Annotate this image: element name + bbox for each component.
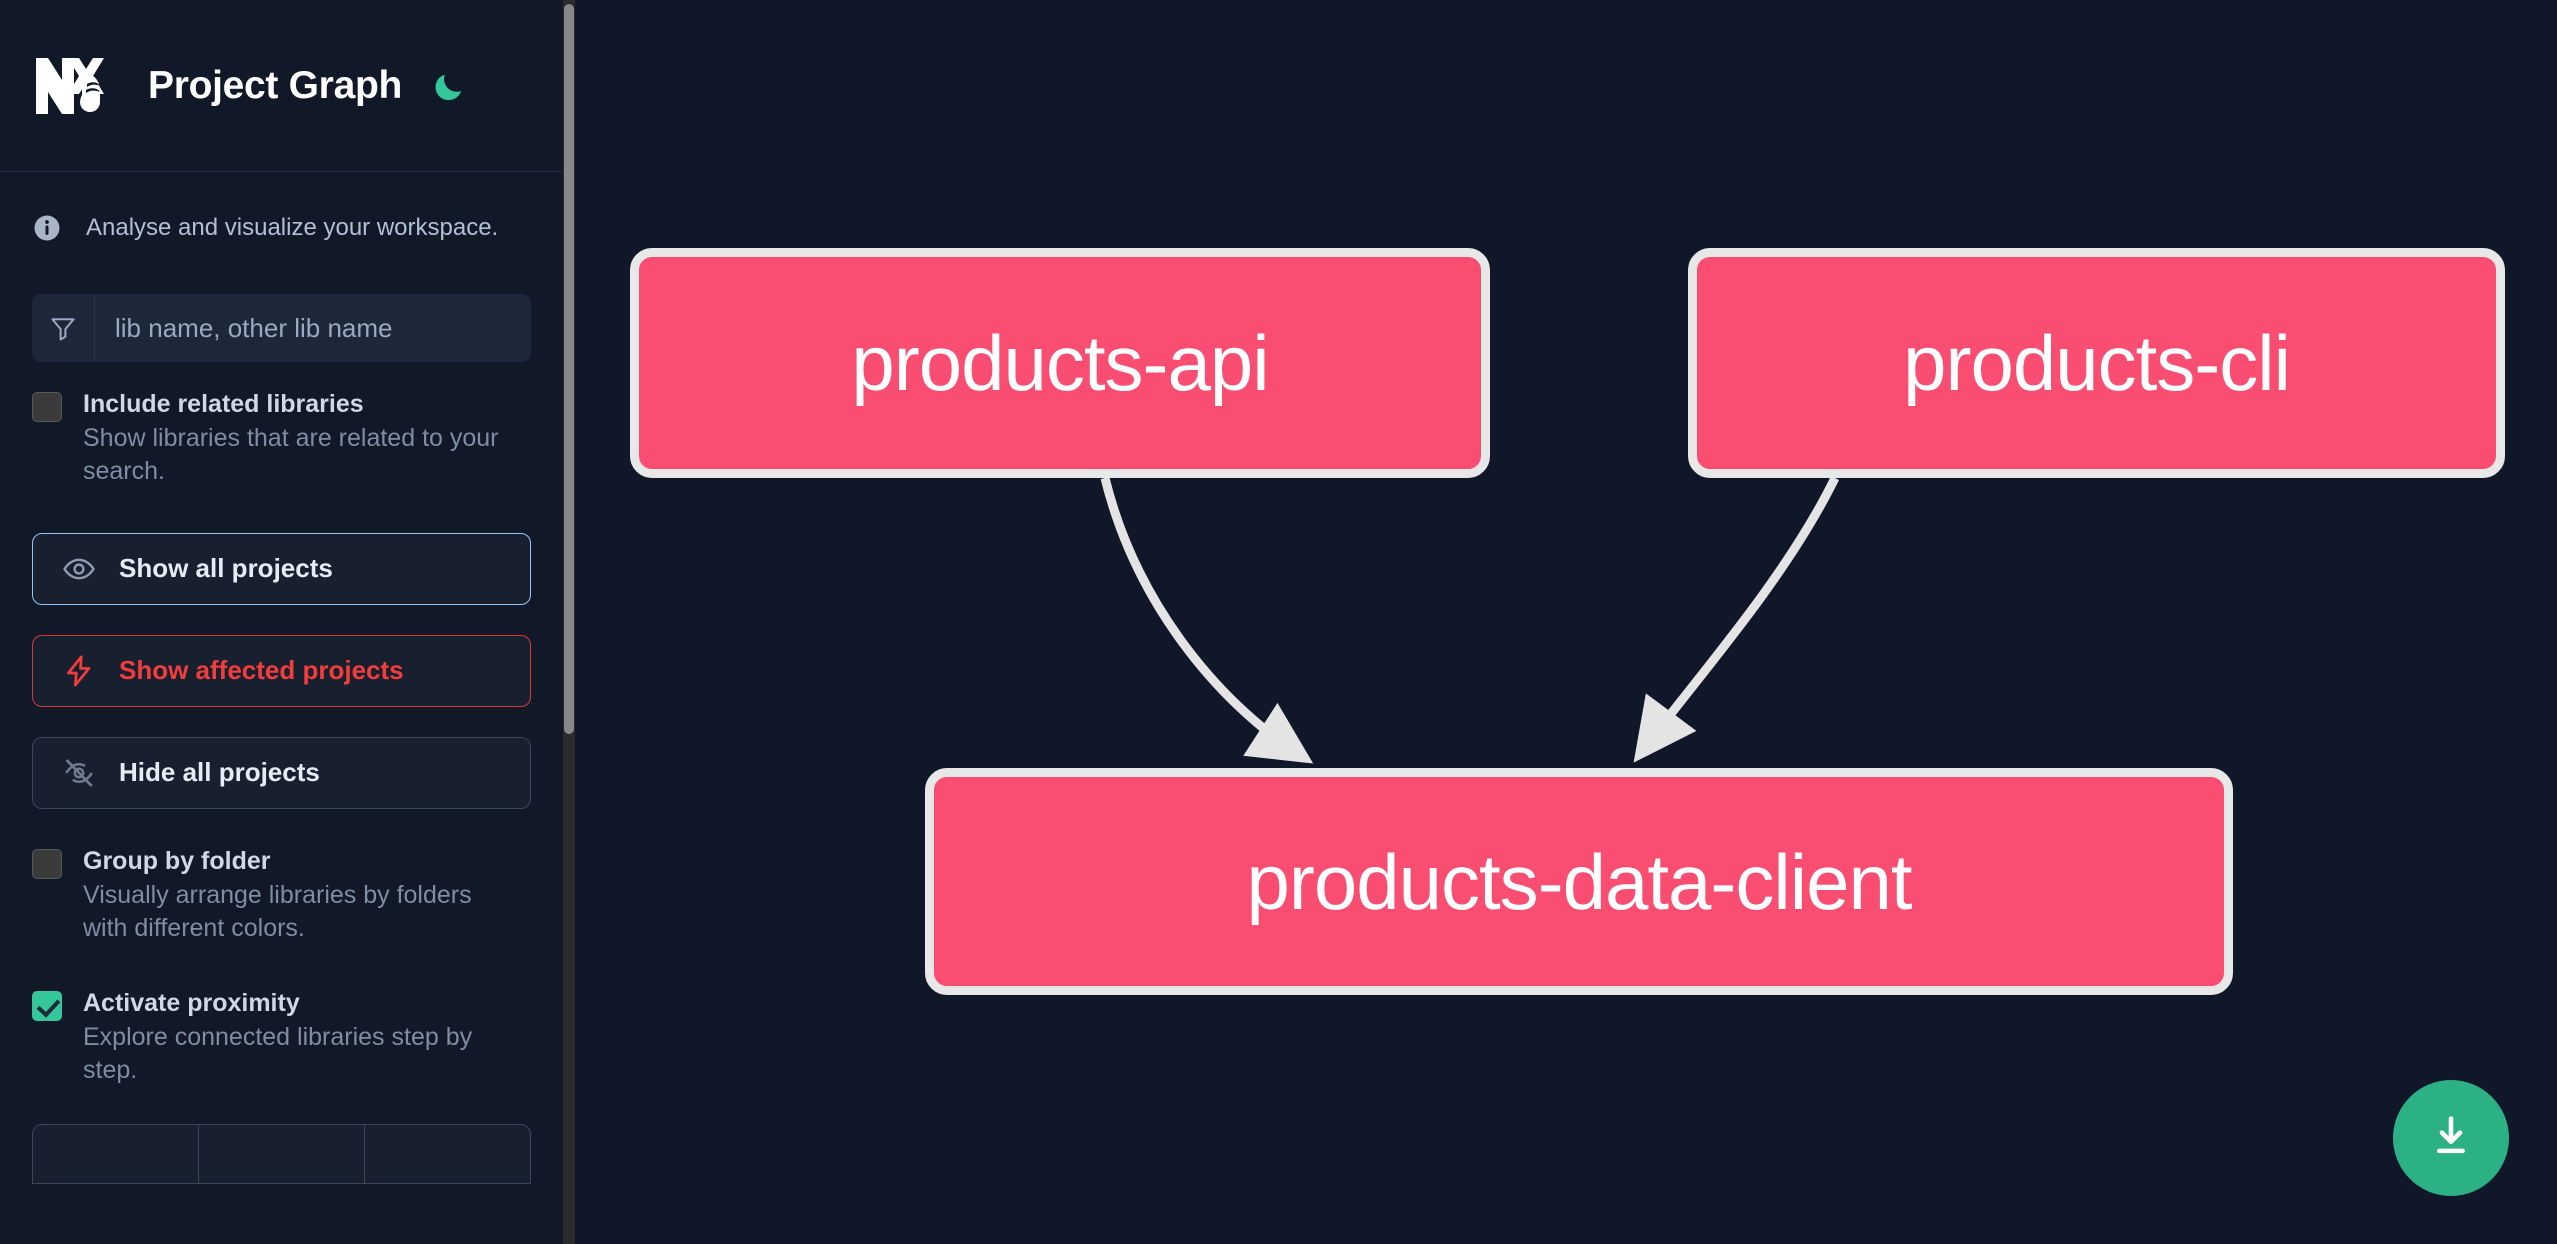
sidebar-tagline: Analyse and visualize your workspace. — [0, 210, 563, 246]
option-description: Show libraries that are related to your … — [83, 424, 499, 486]
segment-option-3[interactable] — [365, 1125, 530, 1183]
project-visibility-buttons: Show all projects Show affected projects — [32, 532, 531, 809]
eye-icon — [61, 551, 97, 587]
node-label: products-data-client — [1246, 837, 1912, 926]
node-label: products-cli — [1903, 319, 2291, 407]
moon-icon[interactable] — [432, 69, 466, 103]
info-icon — [32, 213, 62, 243]
graph-node-products-data-client[interactable]: products-data-client — [925, 768, 2233, 995]
filter-icon — [32, 294, 95, 362]
button-label: Show affected projects — [119, 655, 404, 685]
graph-node-products-cli[interactable]: products-cli — [1688, 248, 2505, 478]
eye-off-icon — [61, 755, 97, 791]
segment-option-2[interactable] — [199, 1124, 365, 1183]
lightning-bolt-icon — [61, 653, 97, 689]
option-include-related-libraries[interactable]: Include related libraries Show libraries… — [0, 388, 563, 489]
checkbox-group-by-folder[interactable] — [32, 848, 62, 879]
show-all-projects-button[interactable]: Show all projects — [32, 532, 531, 605]
page-title: Project Graph — [148, 63, 402, 107]
graph-node-products-api[interactable]: products-api — [630, 248, 1490, 478]
button-label: Hide all projects — [119, 757, 320, 787]
option-group-by-folder[interactable]: Group by folder Visually arrange librari… — [0, 845, 563, 946]
option-label: Activate proximity — [83, 989, 300, 1017]
option-activate-proximity[interactable]: Activate proximity Explore connected lib… — [0, 987, 563, 1088]
hide-all-projects-button[interactable]: Hide all projects — [32, 736, 531, 809]
node-label: products-api — [851, 319, 1269, 407]
sidebar: Project Graph Analyse and visualize your… — [0, 0, 575, 1244]
sidebar-content: Project Graph Analyse and visualize your… — [0, 0, 563, 1244]
edge-products-cli-to-products-data-client — [1633, 476, 1840, 763]
option-description: Explore connected libraries step by step… — [83, 1023, 473, 1085]
search-field[interactable] — [32, 294, 531, 362]
nx-logo — [32, 56, 116, 116]
edge-products-api-to-products-data-client — [1100, 476, 1314, 764]
download-icon — [2425, 1111, 2477, 1166]
option-label: Include related libraries — [83, 390, 364, 418]
sidebar-tagline-text: Analyse and visualize your workspace. — [86, 214, 499, 241]
proximity-segmented-control[interactable] — [32, 1123, 531, 1184]
checkbox-include-related-libraries[interactable] — [32, 392, 62, 422]
segment-option-1[interactable] — [33, 1124, 199, 1183]
option-label: Group by folder — [83, 846, 271, 875]
sidebar-scrollbar-thumb[interactable] — [564, 4, 574, 734]
search-input[interactable] — [95, 294, 531, 362]
show-affected-projects-button[interactable]: Show affected projects — [32, 634, 531, 707]
download-image-button[interactable] — [2393, 1080, 2509, 1196]
option-description: Visually arrange libraries by folders wi… — [83, 880, 472, 942]
graph-canvas[interactable]: products-api products-cli products-data-… — [575, 0, 2557, 1244]
graph-edges — [1100, 476, 1840, 764]
button-label: Show all projects — [119, 553, 333, 583]
checkbox-activate-proximity[interactable] — [32, 991, 62, 1021]
sidebar-header: Project Graph — [0, 0, 563, 172]
